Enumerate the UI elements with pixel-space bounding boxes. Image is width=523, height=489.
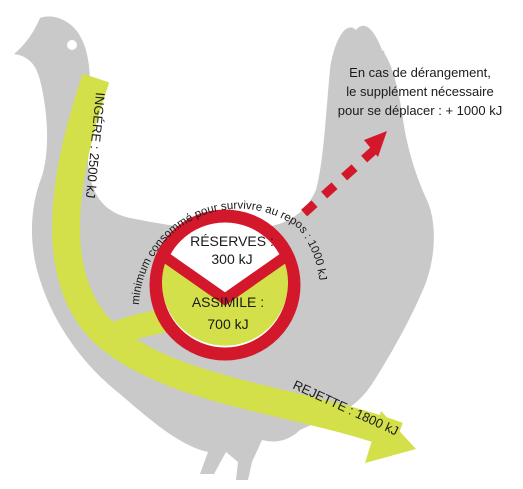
reserves-title: RÉSERVES : [190,233,274,249]
assimilated-value: 700 kJ [207,316,248,332]
energy-balance-disc: RÉSERVES : 300 kJ ASSIMILE : 700 kJ [156,216,294,354]
note-line-1: En cas de dérangement, [349,65,491,80]
assimilated-title: ASSIMILE : [192,294,264,310]
note-line-3: pour se déplacer : + 1000 kJ [338,103,502,118]
bird-eye [67,40,77,50]
reserves-value: 300 kJ [211,251,252,267]
note-line-2: le supplément nécessaire [346,84,493,99]
disturbance-note: En cas de dérangement, le supplément néc… [338,65,502,118]
